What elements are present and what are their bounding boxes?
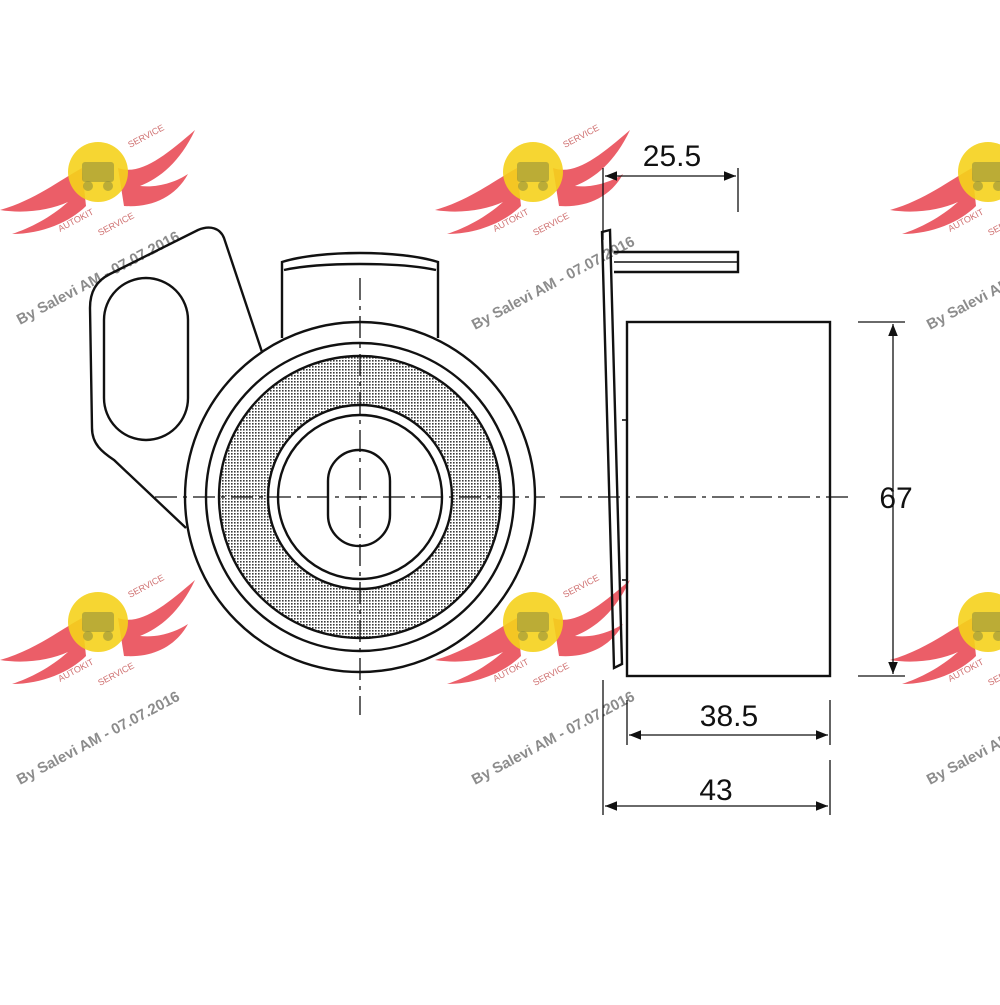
watermark-logo [890,122,1000,238]
watermark-credit: By Salevi AM - 07.07.2016 [469,688,638,788]
top-boss [280,251,440,338]
roller-body [625,320,832,678]
back-plate [600,228,624,670]
dimension-label-height: 67 [879,482,912,515]
center-bolt-slot [326,448,392,548]
bracket-slot [102,276,190,442]
watermark-logo [0,572,195,688]
watermark-logo [435,122,630,238]
mounting-bracket [88,226,264,529]
dimension-label-roller-width: 38.5 [700,700,758,733]
side-view [600,228,832,678]
dimension-lines [602,168,905,815]
dimension-label-overall-width: 43 [699,774,732,807]
watermark-logo [890,572,1000,688]
watermark-credit: By Salevi AM - 07.07.2016 [924,233,1000,333]
center-lines [155,278,545,715]
watermark-credit: By Salevi AM - 07.07.2016 [924,688,1000,788]
watermark-logo [0,122,195,238]
watermark-credit: By Salevi AM - 07.07.2016 [14,688,183,788]
dimension-label-top-offset: 25.5 [643,140,701,173]
front-view [88,226,537,674]
top-boss-rim [283,262,437,272]
dimension-labels: 25.5 67 38.5 43 [643,140,913,807]
